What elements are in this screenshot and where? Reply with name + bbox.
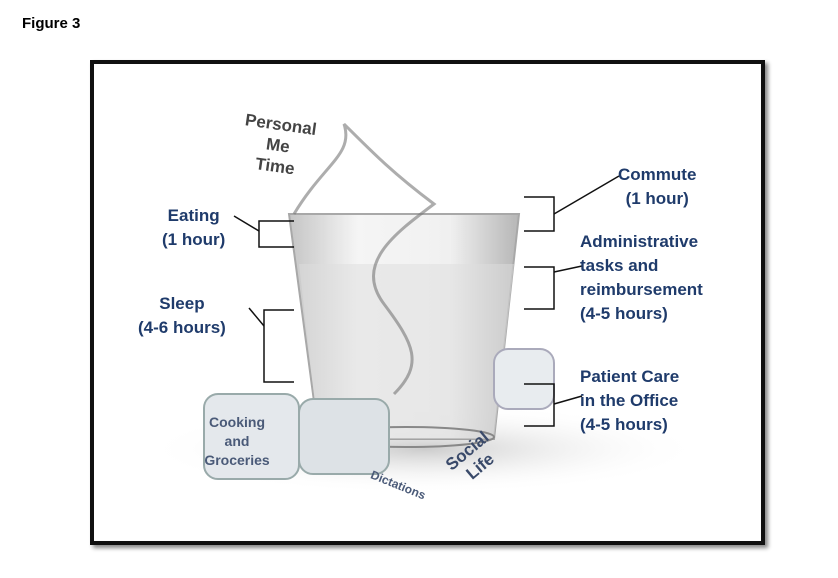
label-line: Commute <box>618 165 697 184</box>
label-line: (1 hour) <box>625 189 689 208</box>
label-line: reimbursement <box>580 280 703 299</box>
label-sleep: Sleep (4-6 hours) <box>138 292 226 340</box>
label-line: (4-5 hours) <box>580 415 668 434</box>
figure-title: Figure 3 <box>22 15 81 32</box>
label-line: tasks and <box>580 256 659 275</box>
label-line: Cooking <box>209 414 265 430</box>
label-patient-care: Patient Care in the Office (4-5 hours) <box>580 365 679 437</box>
label-eating: Eating (1 hour) <box>162 204 225 252</box>
label-commute: Commute (1 hour) <box>618 163 696 211</box>
label-line: Sleep <box>159 294 205 313</box>
ice-cube-icon <box>493 348 555 410</box>
label-line: (4-6 hours) <box>138 318 226 337</box>
label-line: Eating <box>167 206 220 225</box>
label-personal-me-time: Personal Me Time <box>238 109 318 181</box>
label-line: Groceries <box>204 452 270 468</box>
ice-cube-icon <box>298 398 390 475</box>
label-line: (1 hour) <box>162 230 226 249</box>
label-line: and <box>224 433 250 449</box>
label-line: in the Office <box>580 391 679 410</box>
bracket-lines <box>233 175 620 427</box>
label-line: Administrative <box>580 232 699 251</box>
glass-illustration <box>144 122 704 494</box>
label-administrative: Administrative tasks and reimbursement (… <box>580 230 703 326</box>
label-line: (4-5 hours) <box>580 304 668 323</box>
figure-frame: Personal Me Time Eating (1 hour) Sleep (… <box>90 60 765 545</box>
label-line: Patient Care <box>580 367 680 386</box>
label-cooking-groceries: Cooking and Groceries <box>202 413 272 470</box>
